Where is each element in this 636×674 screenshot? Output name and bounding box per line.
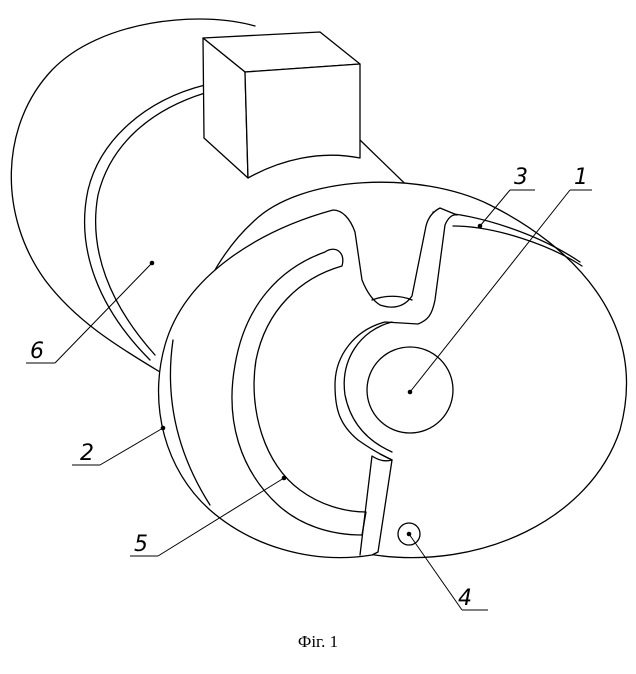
callout-2: 2 — [80, 441, 94, 466]
arc-slot — [231, 248, 367, 536]
top-box — [202, 31, 361, 179]
callout-5: 5 — [134, 532, 148, 557]
figure-caption: Фiг. 1 — [297, 632, 339, 651]
callout-labels: 1 2 3 4 5 6 — [30, 165, 588, 611]
callout-1: 1 — [574, 165, 588, 190]
callout-6: 6 — [30, 339, 44, 364]
leader-lines — [26, 189, 592, 611]
callout-4: 4 — [458, 586, 472, 611]
callout-3: 3 — [514, 165, 528, 190]
cam-plate — [157, 207, 458, 559]
